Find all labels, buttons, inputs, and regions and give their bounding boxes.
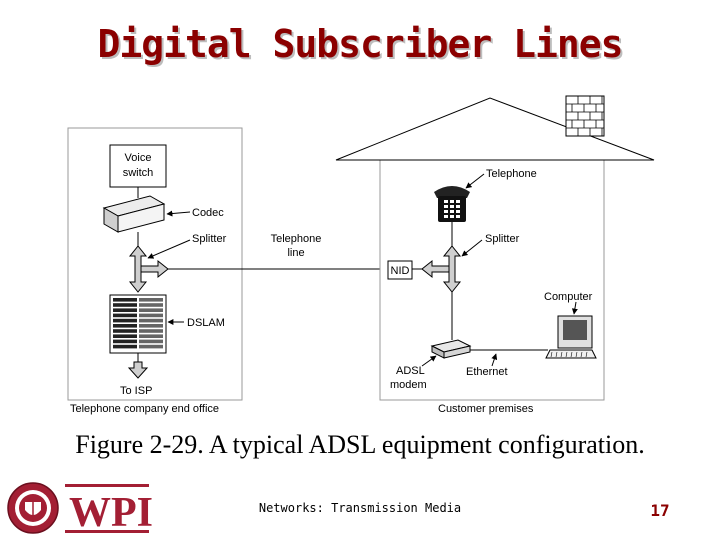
keyboard-key-line (560, 351, 563, 358)
dslam-slot (139, 329, 163, 333)
telephone-line-label-2: line (287, 247, 304, 259)
phone-key (444, 215, 448, 218)
office-splitter-label: Splitter (192, 233, 227, 245)
ethernet-pointer (491, 353, 498, 367)
phone-key (456, 205, 460, 208)
computer-pointer (571, 301, 578, 315)
chimney (565, 95, 605, 137)
computer-icon (545, 315, 597, 359)
telephone-pointer (465, 173, 485, 189)
to-isp-arrow (127, 361, 149, 379)
keyboard-key-line (550, 351, 553, 358)
telephone-icon (434, 186, 470, 222)
codec-pointer (166, 210, 191, 217)
phone-key (456, 200, 460, 203)
dslam-slot (139, 339, 163, 344)
phone-key (456, 215, 460, 218)
phone-key (444, 210, 448, 213)
computer-label: Computer (544, 291, 593, 303)
keyboard-key-line (580, 351, 583, 358)
keyboard-key-line (575, 351, 578, 358)
figure-caption: Figure 2-29. A typical ADSL equipment co… (75, 430, 645, 459)
voice-switch-label-2: switch (123, 167, 154, 179)
dslam-slot (139, 298, 163, 302)
dslam-slot (113, 303, 137, 307)
customer-premises-box (379, 159, 605, 401)
footer-text: Networks: Transmission Media (258, 501, 462, 515)
nid-label: NID (391, 265, 410, 277)
keyboard-key-line (585, 351, 588, 358)
adsl-label-2: modem (390, 379, 427, 391)
adsl-pointer (421, 355, 437, 367)
wpi-logo: WPI (7, 482, 153, 536)
phone-key (450, 205, 454, 208)
to-isp-label: To ISP (120, 385, 152, 397)
voice-switch-label-1: Voice (125, 152, 152, 164)
telephone-label: Telephone (486, 168, 537, 180)
house-roof (335, 97, 655, 161)
page-number: 17 (650, 501, 670, 520)
ethernet-label: Ethernet (466, 366, 508, 378)
customer-premises-label: Customer premises (438, 403, 534, 415)
dslam-slot (113, 308, 137, 312)
phone-key (456, 210, 460, 213)
dslam-slot (113, 334, 137, 338)
telephone-line-label-1: Telephone (271, 233, 322, 245)
dslam-slot (139, 303, 163, 307)
wpi-logo-text: WPI (69, 490, 153, 536)
dslam-slot (113, 329, 137, 333)
dslam-slot (139, 324, 163, 328)
phone-key (450, 210, 454, 213)
keyboard-key-line (570, 351, 573, 358)
keyboard-key-line (555, 351, 558, 358)
customer-splitter-pointer (461, 239, 483, 257)
adsl-modem-device (430, 339, 472, 359)
adsl-diagram: Voice switch Codec Splitter DSLAM To ISP… (67, 95, 655, 415)
dslam-slot (139, 334, 163, 338)
codec-device (102, 195, 166, 233)
office-splitter (128, 245, 169, 293)
dslam-slot (113, 339, 137, 344)
phone-key (450, 215, 454, 218)
phone-key (444, 200, 448, 203)
voice-switch-box (109, 144, 167, 188)
keyboard-key-line (565, 351, 568, 358)
adsl-label-1: ADSL (396, 365, 425, 377)
codec-label: Codec (192, 207, 224, 219)
nid-box (387, 260, 413, 280)
dslam-slot (113, 313, 137, 318)
wpi-seal-icon (7, 482, 59, 534)
slide-title: Digital Subscriber Lines (97, 22, 623, 66)
dslam-slot (113, 318, 137, 323)
dslam-slot (113, 298, 137, 302)
dslam-slot (139, 308, 163, 312)
phone-key (444, 205, 448, 208)
dslam-slot (113, 324, 137, 328)
customer-splitter-label: Splitter (485, 233, 520, 245)
splitter-pointer (147, 239, 191, 259)
dslam-slot (139, 313, 163, 318)
dslam-slot (139, 344, 163, 349)
dslam-label: DSLAM (187, 317, 225, 329)
phone-key (450, 200, 454, 203)
dslam-device (109, 294, 167, 354)
dslam-slot (113, 344, 137, 349)
end-office-label: Telephone company end office (70, 403, 219, 415)
dslam-slot (139, 318, 163, 323)
